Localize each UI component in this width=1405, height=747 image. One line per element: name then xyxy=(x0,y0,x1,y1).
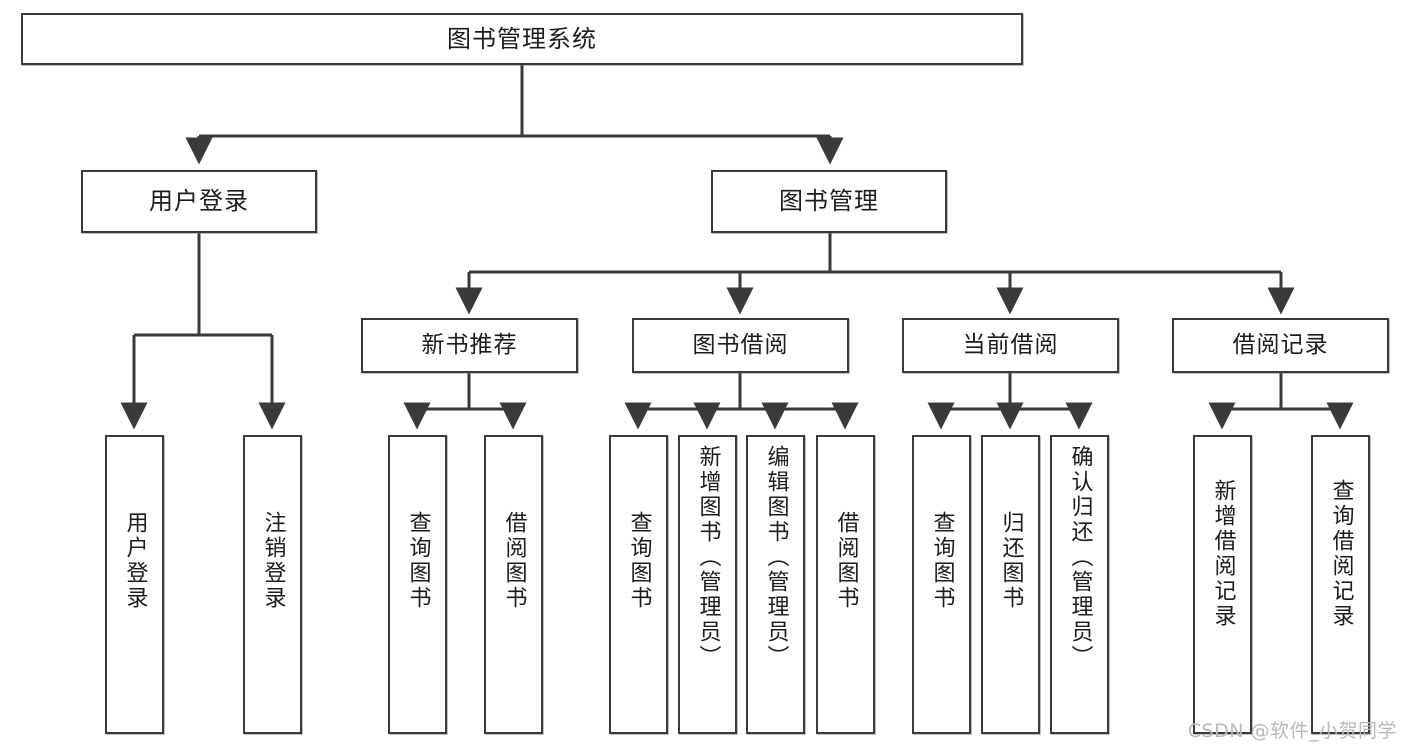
node-label: 新增借阅记录 xyxy=(1210,479,1236,629)
watermark-text: CSDN @软件_小贺同学 xyxy=(1187,720,1397,742)
node-book-borrow[interactable]: 图书借阅 xyxy=(632,318,849,373)
node-book-management[interactable]: 图书管理 xyxy=(711,170,947,233)
node-label: 归还图书 xyxy=(998,511,1024,611)
leaf-return-book[interactable]: 归还图书 xyxy=(981,435,1040,734)
node-borrow-record[interactable]: 借阅记录 xyxy=(1172,318,1389,373)
node-label: 当前借阅 xyxy=(962,331,1059,358)
node-label: 查询图书 xyxy=(626,511,652,611)
node-user-login[interactable]: 用户登录 xyxy=(81,170,317,233)
node-label: 用户登录 xyxy=(122,511,148,611)
node-current-borrow[interactable]: 当前借阅 xyxy=(902,318,1119,373)
node-root-book-management-system[interactable]: 图书管理系统 xyxy=(21,13,1023,65)
node-label: 图书管理 xyxy=(779,187,879,216)
leaf-query-book-borrow[interactable]: 查询图书 xyxy=(609,435,668,734)
leaf-query-book-new-recommend[interactable]: 查询图书 xyxy=(388,435,447,734)
leaf-confirm-return-admin[interactable]: 确认归还（管理员） xyxy=(1050,435,1109,734)
leaf-add-borrow-record[interactable]: 新增借阅记录 xyxy=(1193,435,1252,734)
node-label: 查询图书 xyxy=(929,511,955,611)
node-label: 图书借阅 xyxy=(692,331,789,358)
node-new-book-recommend[interactable]: 新书推荐 xyxy=(361,318,578,373)
leaf-borrow-book-borrow[interactable]: 借阅图书 xyxy=(816,435,875,734)
leaf-add-book-admin[interactable]: 新增图书（管理员） xyxy=(678,435,737,734)
node-label: 借阅记录 xyxy=(1232,331,1329,358)
node-label: 查询借阅记录 xyxy=(1328,479,1354,629)
leaf-query-book-current[interactable]: 查询图书 xyxy=(912,435,971,734)
leaf-edit-book-admin[interactable]: 编辑图书（管理员） xyxy=(746,435,805,734)
leaf-user-login[interactable]: 用户登录 xyxy=(105,435,164,734)
node-label: 用户登录 xyxy=(149,187,249,216)
node-label: 借阅图书 xyxy=(501,511,527,611)
leaf-logout-login[interactable]: 注销登录 xyxy=(243,435,302,734)
node-label: 图书管理系统 xyxy=(447,24,597,53)
node-label: 新书推荐 xyxy=(421,331,518,358)
leaf-query-borrow-record[interactable]: 查询借阅记录 xyxy=(1311,435,1370,734)
leaf-borrow-book-new-recommend[interactable]: 借阅图书 xyxy=(484,435,543,734)
node-label: 查询图书 xyxy=(405,511,431,611)
node-label: 新增图书（管理员） xyxy=(695,445,721,670)
node-label: 注销登录 xyxy=(260,511,286,611)
node-label: 借阅图书 xyxy=(833,511,859,611)
node-label: 确认归还（管理员） xyxy=(1067,445,1093,670)
node-label: 编辑图书（管理员） xyxy=(763,445,789,670)
